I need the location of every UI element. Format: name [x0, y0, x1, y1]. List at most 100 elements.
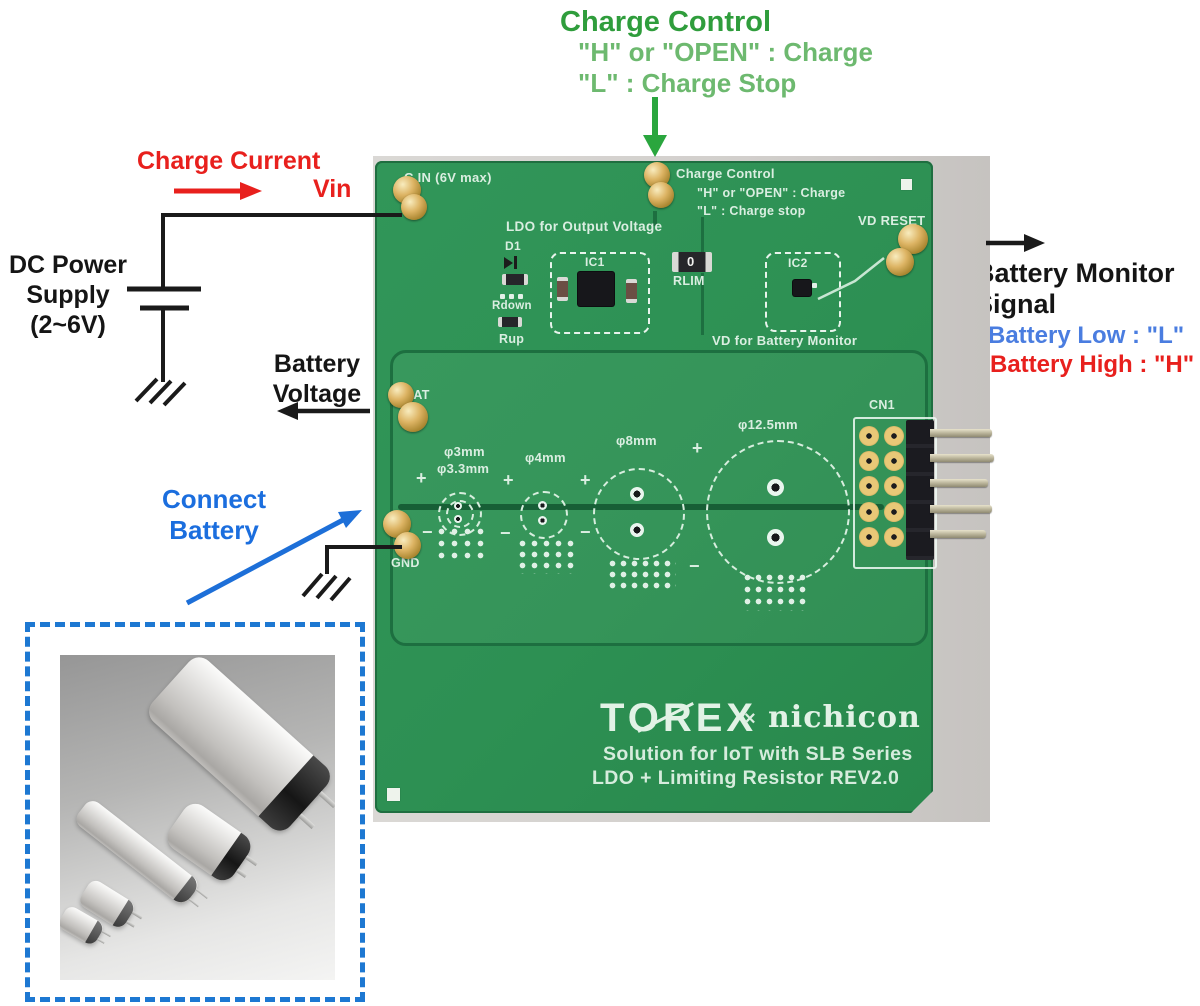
bat-pin — [398, 402, 428, 432]
ic2-chip — [793, 280, 811, 296]
capacitor-lead — [318, 791, 335, 809]
cn1-pad — [859, 476, 879, 496]
cn1-pad — [884, 502, 904, 522]
minus-mark: − — [580, 522, 591, 542]
cn1-pad — [859, 502, 879, 522]
board-charge-control-title: Charge Control — [676, 166, 775, 181]
pad-grid — [438, 528, 488, 564]
battery-voltage-line2: Voltage — [272, 380, 362, 408]
battery-outline-4mm — [520, 491, 568, 539]
connect-battery-line1: Connect — [162, 484, 266, 514]
through-hole — [454, 515, 462, 523]
ic1-silkscreen: IC1 — [585, 255, 605, 269]
cn1-pad — [884, 476, 904, 496]
torex-logo: TOREX — [600, 696, 758, 740]
battery-sample-photo — [60, 655, 335, 980]
battery-voltage-line1: Battery — [273, 350, 361, 378]
cn1-pin — [930, 530, 986, 538]
battery-high-label: Battery High : "H" — [990, 351, 1195, 378]
solution-line1: Solution for IoT with SLB Series — [603, 743, 913, 765]
minus-mark: − — [689, 556, 700, 576]
solution-line2: LDO + Limiting Resistor REV2.0 — [592, 767, 900, 789]
cn1-pad — [859, 527, 879, 547]
cn1-pad — [859, 451, 879, 471]
gnd-pin — [394, 532, 421, 559]
cn1-pad — [884, 527, 904, 547]
cn1-pin — [930, 429, 992, 437]
ldo-silkscreen: LDO for Output Voltage — [506, 219, 663, 234]
cn1-silkscreen: CN1 — [869, 398, 895, 412]
board-charge-control-line1: "H" or "OPEN" : Charge — [697, 186, 846, 200]
battery-monitor-arrow-icon — [986, 234, 1045, 252]
pad-grid — [519, 540, 579, 574]
capacitor-lead — [298, 813, 316, 829]
pour-boundary-lower — [701, 273, 704, 335]
minus-mark: − — [422, 522, 433, 542]
capacitor-lead — [188, 897, 200, 908]
logo-cross: × — [744, 708, 756, 730]
battery-monitor-line2: Signal — [975, 289, 1057, 319]
capacitor-image-large — [143, 655, 335, 837]
through-hole — [538, 501, 547, 510]
rdown-silkscreen: Rdown — [492, 300, 532, 312]
plus-mark: + — [580, 470, 591, 490]
through-hole — [630, 523, 644, 537]
solder-pads — [812, 283, 817, 288]
fiducial-mark-bottom — [387, 788, 400, 801]
battery-outline-12-5mm — [706, 440, 850, 584]
capacitor-lead — [195, 888, 209, 900]
dia-8mm-label: φ8mm — [616, 433, 657, 448]
dc-in-silkscreen: C IN (6V max) — [404, 170, 492, 185]
pad-grid — [609, 560, 676, 593]
dia-3mm-label: φ3mm — [444, 444, 485, 459]
charge-control-annotation-line2: "L" : Charge Stop — [578, 68, 797, 98]
through-hole — [454, 502, 462, 510]
nichicon-logo: nichicon — [768, 700, 921, 735]
diode-icon — [504, 257, 513, 269]
vd-monitor-silkscreen: VD for Battery Monitor — [712, 333, 858, 348]
dc-in-pin — [401, 194, 427, 220]
charge-control-annotation-title: Charge Control — [560, 6, 772, 38]
through-hole — [538, 516, 547, 525]
connect-battery-label: Connect Battery — [155, 484, 273, 546]
solder-pads — [500, 294, 523, 299]
ic2-silkscreen: IC2 — [788, 256, 808, 270]
plus-mark: + — [416, 468, 427, 488]
through-hole — [767, 529, 784, 546]
plus-mark: + — [503, 470, 514, 490]
dia-12-5mm-label: φ12.5mm — [738, 417, 798, 432]
plus-mark: + — [692, 438, 703, 458]
capacitor-lead — [131, 911, 143, 920]
connect-battery-line2: Battery — [169, 515, 259, 545]
rup-silkscreen: Rup — [499, 332, 525, 346]
cn1-pin — [930, 505, 992, 513]
capacitor-lead — [126, 920, 136, 928]
charge-current-arrow-icon — [174, 182, 262, 200]
through-hole — [630, 487, 644, 501]
ic1-chip — [578, 272, 614, 306]
cn1-outline — [853, 417, 937, 569]
through-hole — [767, 479, 784, 496]
ic1-outline — [550, 252, 650, 334]
capacitor-component — [626, 279, 637, 303]
cn1-pin — [930, 454, 994, 462]
cn1-pin — [930, 479, 988, 487]
capacitor-lead — [101, 930, 112, 938]
battery-monitor-line1: Battery Monitor — [975, 258, 1175, 288]
battery-sample-box — [25, 622, 365, 1002]
pour-boundary-upper — [701, 217, 704, 254]
battery-low-label: Battery Low : "L" — [988, 322, 1185, 349]
dc-power-supply-label: DC Power Supply (2~6V) — [3, 250, 133, 340]
dc-power-supply-line3: (2~6V) — [30, 311, 106, 339]
d1-silkscreen: D1 — [505, 239, 521, 253]
charge-current-label: Charge Current — [137, 147, 321, 175]
battery-voltage-label: Battery Voltage — [265, 349, 369, 409]
dc-power-supply-line2: Supply — [26, 281, 110, 309]
dia-4mm-label: φ4mm — [525, 450, 566, 465]
cn1-pad — [884, 451, 904, 471]
pad-grid — [744, 574, 806, 611]
rlim-silkscreen: RLIM — [673, 274, 705, 288]
cn1-pad — [859, 426, 879, 446]
cn1-pad — [884, 426, 904, 446]
